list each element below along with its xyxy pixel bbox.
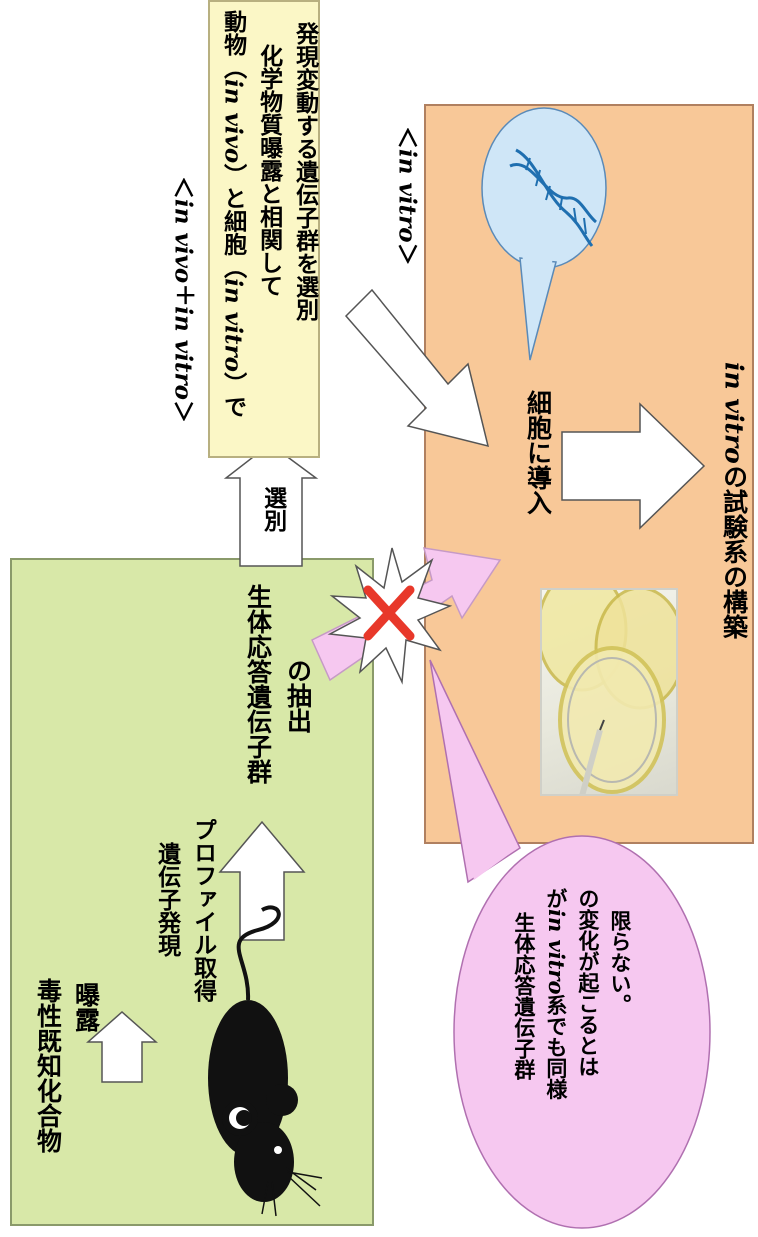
petri-dish-photo (540, 588, 678, 796)
arrow-exposure (86, 1010, 158, 1083)
dna-icon (509, 148, 598, 247)
dna-bubble (481, 107, 607, 361)
arrow-profile (218, 820, 306, 941)
yellow-text-line3: 発現変動する遺伝子群を選別 (291, 22, 318, 321)
arrow-to-cells (344, 288, 490, 448)
extract-label-line2: の抽出 (283, 658, 313, 733)
mouse-icon (208, 905, 323, 1217)
introduce-label: 細胞に導入 (523, 390, 553, 515)
selection-box (208, 0, 320, 458)
green-title-line2: 曝露 (71, 982, 101, 1032)
in-vivo-region (10, 558, 374, 1226)
bubble-text-line2: がin vitro系でも同様 (543, 888, 569, 1100)
cross-icon (363, 585, 415, 641)
bubble-text-line4: 限らない。 (607, 910, 632, 1015)
pink-bubble (453, 835, 711, 1229)
invivo-invitro-label: ＜in vivo＋in vitro＞ (169, 176, 197, 423)
arrow-select (223, 443, 319, 567)
select-label: 選別 (259, 486, 286, 532)
arrow-construct (561, 402, 706, 530)
extract-label-line1: 生体応答遺伝子群 (243, 584, 273, 784)
profile-label-line1: 遺伝子発現 (153, 842, 180, 957)
bubble-text-line1: 生体応答遺伝子群 (511, 912, 536, 1080)
yellow-text-line1: 動物（in vivo）と細胞（in vitro）で (219, 10, 247, 418)
profile-label-line2: プロファイル取得 (189, 818, 216, 1002)
bubble-text-line3: の変化が起こるとは (575, 888, 600, 1077)
construct-label: in vitroの試験系の構築 (719, 362, 749, 639)
green-title-line1: 毒性既知化合物 (33, 978, 63, 1153)
invitro-label: ＜in vitro＞ (393, 126, 421, 266)
yellow-text-line2: 化学物質曝露と相関して (255, 44, 282, 297)
